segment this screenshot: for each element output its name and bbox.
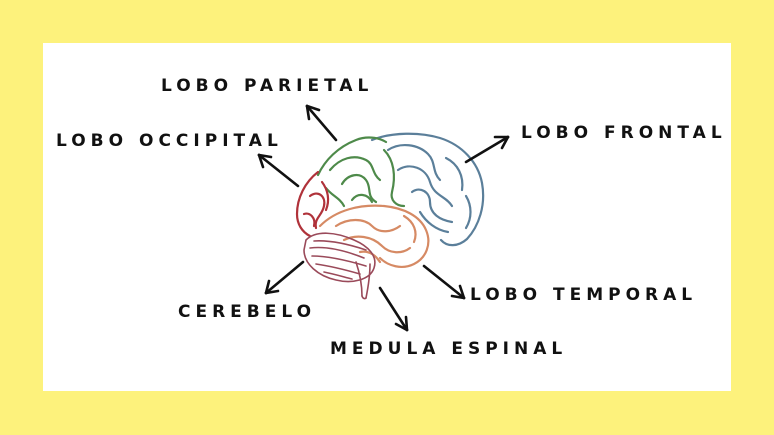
arrow-occipital: [257, 153, 300, 188]
arrow-temporal: [422, 264, 466, 300]
arrows: [257, 104, 510, 332]
label-lobo-frontal: LOBO FRONTAL: [521, 123, 727, 143]
arrow-frontal: [464, 135, 510, 164]
arrow-cerebelo: [264, 260, 305, 295]
arrow-medula: [378, 286, 409, 332]
label-lobo-parietal: LOBO PARIETAL: [161, 76, 374, 96]
occipital-lobe-illustration: [295, 170, 330, 238]
label-medula-espinal: MEDULA ESPINAL: [330, 339, 568, 359]
label-cerebelo: CEREBELO: [178, 302, 317, 322]
cerebellum-illustration: [303, 232, 376, 300]
frontal-lobe-illustration: [370, 132, 485, 247]
label-lobo-occipital: LOBO OCCIPITAL: [56, 131, 283, 151]
diagram-card: [43, 43, 731, 391]
temporal-lobe-illustration: [318, 204, 430, 268]
label-lobo-temporal: LOBO TEMPORAL: [470, 285, 698, 305]
arrow-parietal: [305, 104, 338, 142]
